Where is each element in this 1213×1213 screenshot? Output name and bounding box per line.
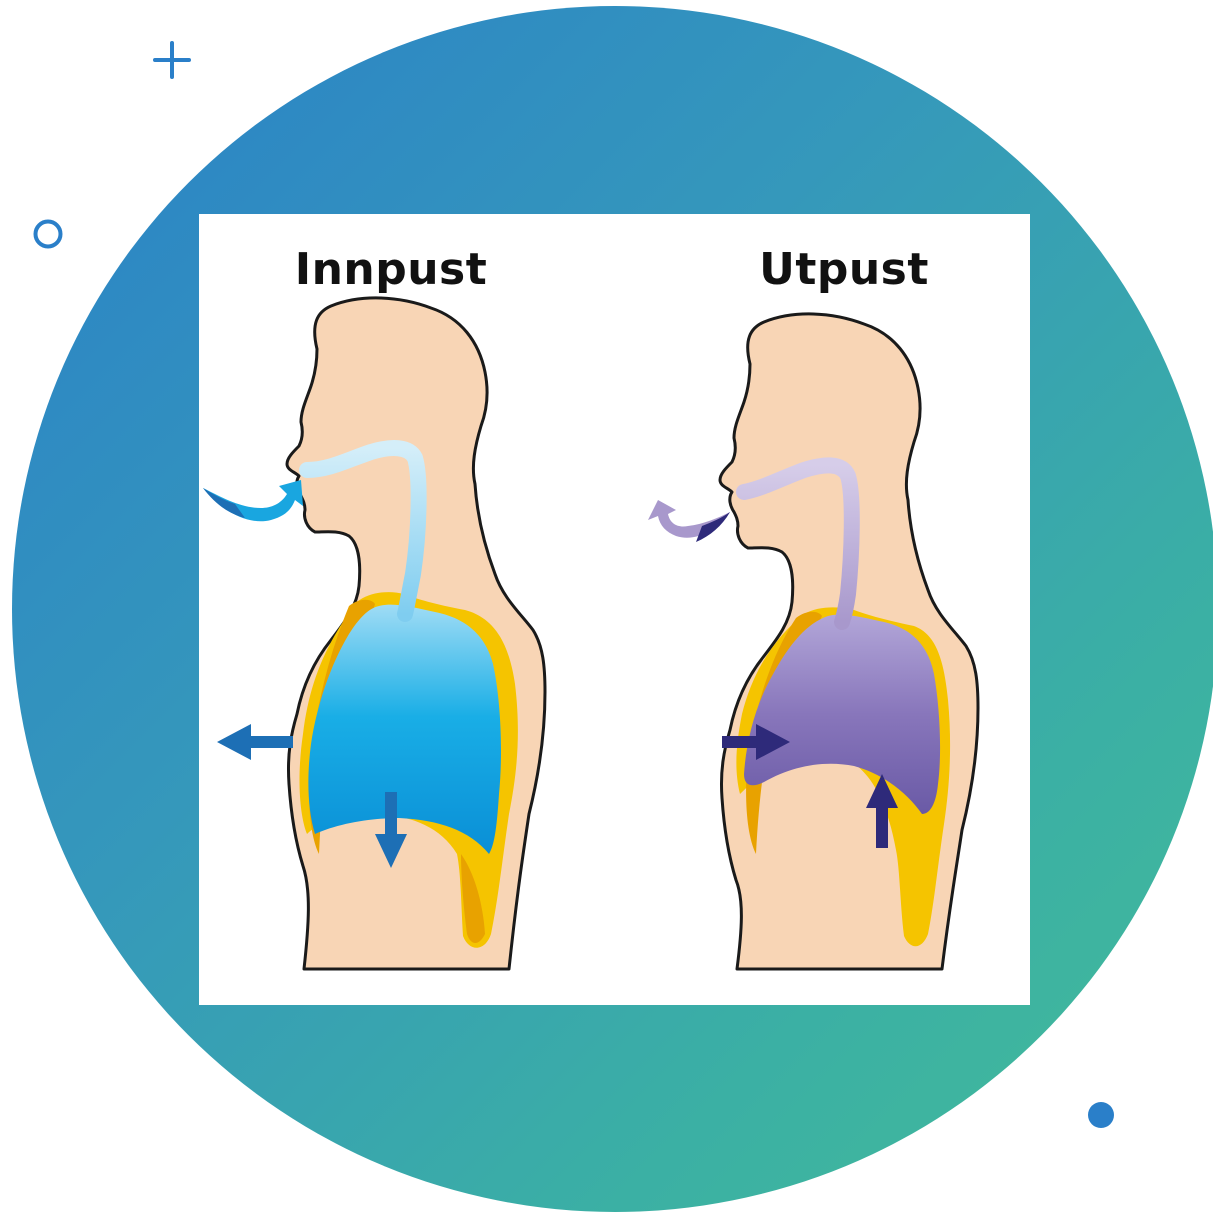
- exhale-air-arrow: [648, 500, 730, 538]
- inhale-title: Innpust: [241, 244, 541, 295]
- diagram-figures: [199, 214, 1030, 1005]
- inhale-figure: [203, 298, 545, 969]
- dot-icon: [1087, 1101, 1115, 1129]
- ring-icon: [32, 218, 64, 250]
- inhale-air-arrow-shade: [203, 488, 245, 518]
- breathing-diagram: Innpust Utpust: [199, 214, 1030, 1005]
- exhale-title: Utpust: [694, 244, 994, 295]
- inhale-chest-arrow: [217, 724, 293, 760]
- plus-icon: [152, 40, 192, 80]
- exhale-figure: [648, 314, 978, 969]
